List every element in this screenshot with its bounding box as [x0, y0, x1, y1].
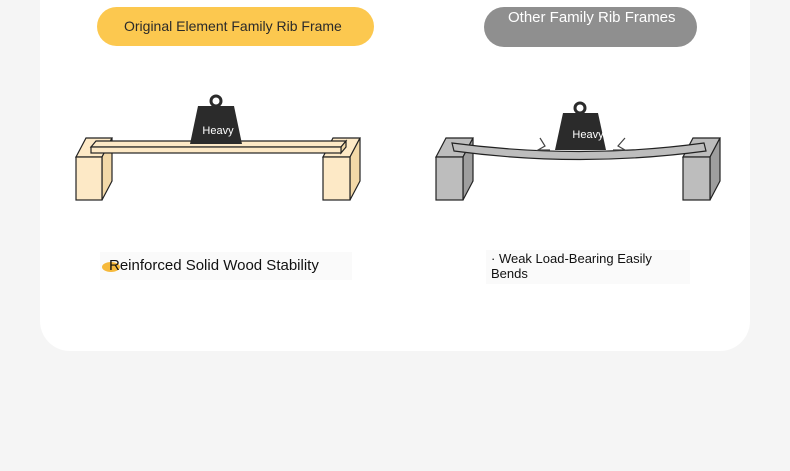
left-gray-leg [435, 137, 474, 201]
right-title-pill: Other Family Rib Frames [484, 7, 697, 47]
left-title-pill: Original Element Family Rib Frame [97, 7, 374, 46]
solid-wood-bench [75, 137, 361, 201]
right-weight-icon: Heavy [555, 101, 606, 150]
left-weight-icon: Heavy [190, 94, 242, 144]
left-caption-text: Reinforced Solid Wood Stability [109, 257, 319, 274]
right-caption: · Weak Load-Bearing Easily Bends [486, 250, 690, 284]
left-weight-label: Heavy [202, 125, 234, 137]
stress-marks-icon [535, 137, 628, 151]
right-weight-label: Heavy [572, 129, 604, 141]
bending-bench [435, 137, 721, 201]
left-caption: Reinforced Solid Wood Stability [100, 252, 352, 280]
straight-board [89, 139, 348, 155]
comparison-card [40, 0, 750, 351]
highlight-dot-icon [102, 262, 120, 272]
